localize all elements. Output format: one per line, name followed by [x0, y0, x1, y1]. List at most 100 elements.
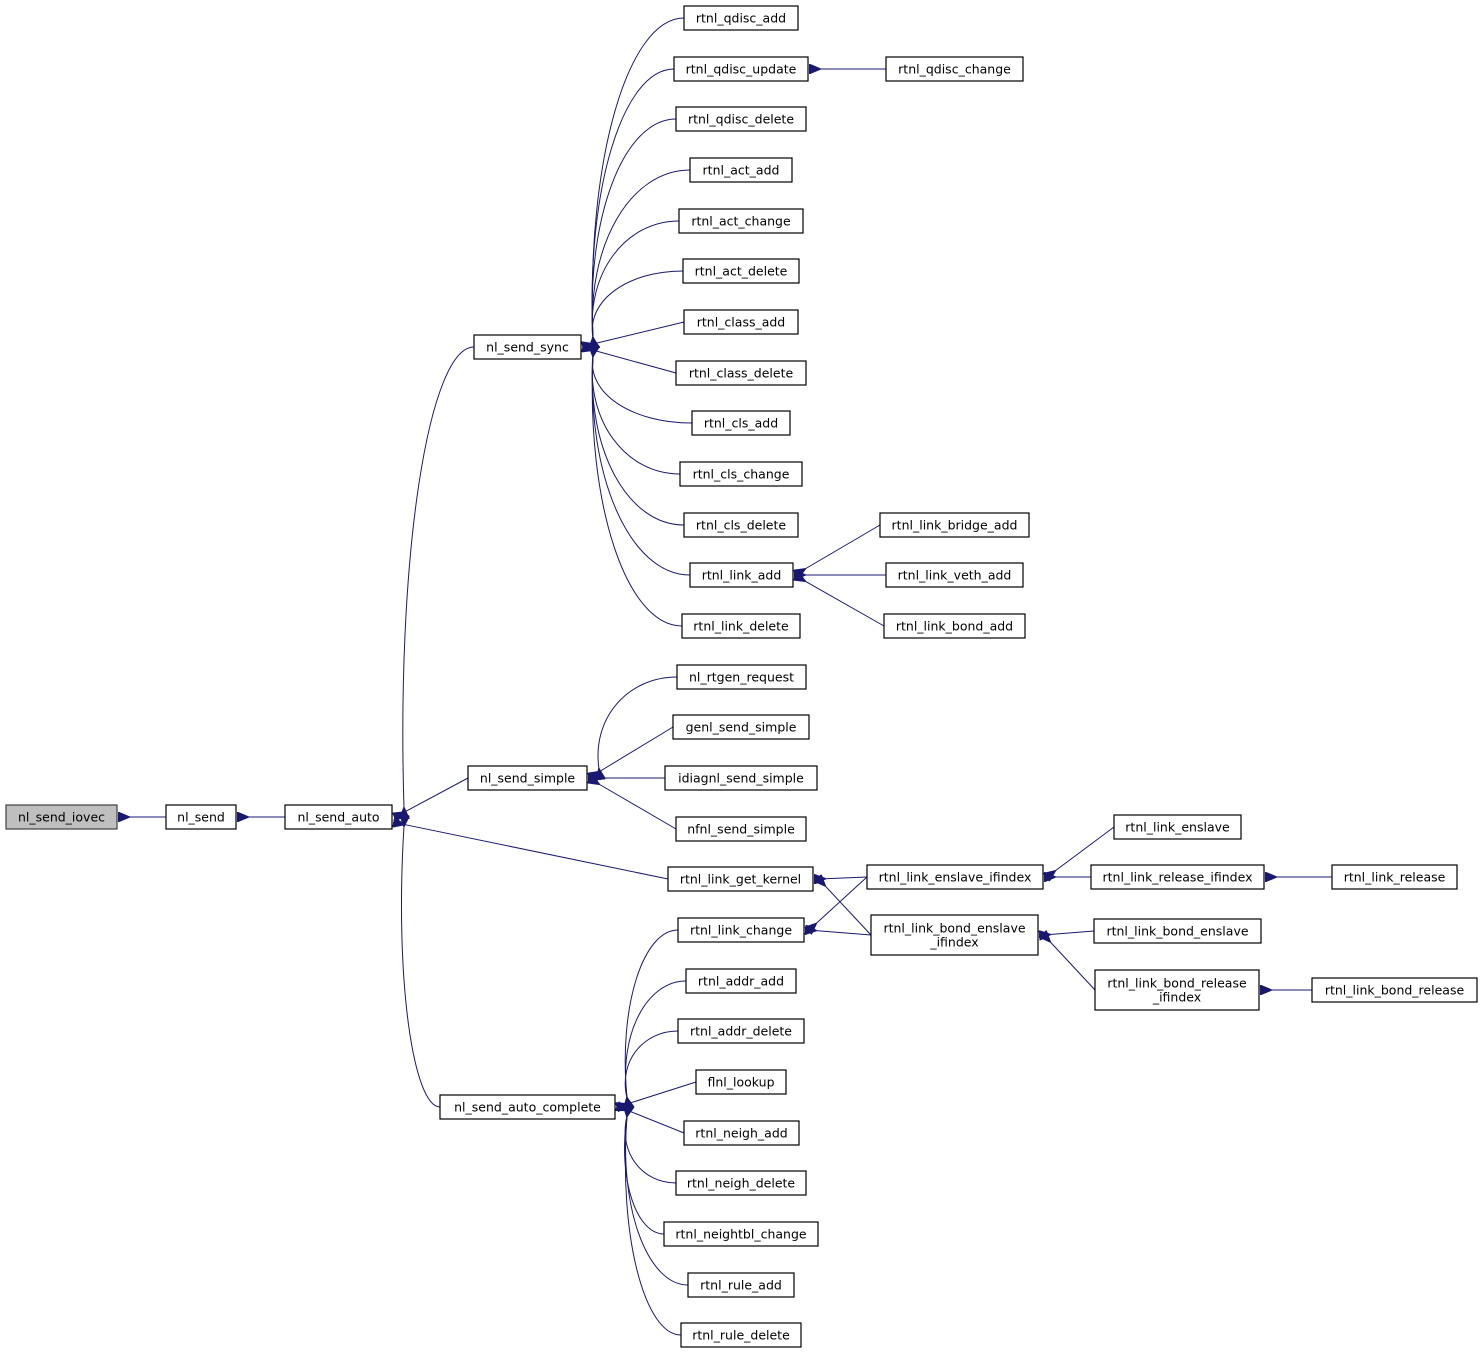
node-rtnl_qdisc_add[interactable]: rtnl_qdisc_add — [683, 5, 799, 31]
node-rtnl_act_change[interactable]: rtnl_act_change — [678, 208, 804, 234]
edge-rtnl_act_delete-to-nl_send_sync — [592, 270, 684, 338]
edge-rtnl_link_bond_enslave_ifindex-to-rtnl_link_get_kernel — [825, 886, 872, 936]
node-flnl_lookup[interactable]: flnl_lookup — [695, 1069, 787, 1095]
node-rtnl_link_release_ifindex[interactable]: rtnl_link_release_ifindex — [1090, 864, 1265, 890]
node-rtnl_qdisc_update[interactable]: rtnl_qdisc_update — [673, 56, 809, 82]
node-rtnl_cls_add[interactable]: rtnl_cls_add — [691, 410, 791, 436]
node-box-rtnl_qdisc_change — [885, 56, 1024, 82]
node-box-rtnl_link_bond_add — [883, 613, 1026, 639]
node-rtnl_link_add[interactable]: rtnl_link_add — [689, 562, 794, 588]
node-label-flnl_lookup: flnl_lookup — [708, 1075, 775, 1090]
edge-rtnl_link_bond_enslave-to-rtnl_link_bond_enslave_ifindex — [1050, 931, 1095, 935]
node-label-rtnl_link_bond_release_ifindex-line1: rtnl_link_bond_release — [1107, 976, 1247, 991]
node-label-nl_send_auto: nl_send_auto — [297, 810, 379, 825]
edge-rtnl_qdisc_delete-to-nl_send_sync — [592, 118, 677, 338]
node-label-rtnl_link_bond_release_ifindex-line2: _ifindex — [1152, 990, 1201, 1005]
edge-rtnl_link_enslave_ifindex-to-rtnl_link_change — [816, 876, 868, 924]
node-rtnl_link_bridge_add[interactable]: rtnl_link_bridge_add — [879, 512, 1030, 538]
node-rtnl_link_release[interactable]: rtnl_link_release — [1331, 864, 1458, 890]
node-label-nl_send_simple: nl_send_simple — [480, 771, 576, 786]
node-label-nfnl_send_simple: nfnl_send_simple — [687, 822, 795, 837]
edge-rtnl_link_bridge_add-to-rtnl_link_add — [805, 524, 881, 569]
node-rtnl_qdisc_change[interactable]: rtnl_qdisc_change — [885, 56, 1024, 82]
node-box-nl_send_sync — [473, 334, 582, 360]
node-rtnl_neigh_add[interactable]: rtnl_neigh_add — [683, 1120, 800, 1146]
node-nl_send_auto_complete[interactable]: nl_send_auto_complete — [439, 1094, 616, 1120]
node-box-rtnl_link_enslave — [1113, 814, 1242, 840]
node-rtnl_link_enslave[interactable]: rtnl_link_enslave — [1113, 814, 1242, 840]
node-box-genl_send_simple — [672, 714, 810, 740]
node-nl_send_iovec[interactable]: nl_send_iovec — [5, 804, 118, 830]
node-rtnl_link_bond_add[interactable]: rtnl_link_bond_add — [883, 613, 1026, 639]
node-rtnl_link_enslave_ifindex[interactable]: rtnl_link_enslave_ifindex — [866, 864, 1044, 890]
edge-nl_send_simple-to-nl_send_auto — [404, 777, 469, 812]
node-label-nl_send_auto_complete: nl_send_auto_complete — [454, 1100, 601, 1115]
node-rtnl_link_change[interactable]: rtnl_link_change — [677, 917, 805, 943]
node-nl_rtgen_request[interactable]: nl_rtgen_request — [676, 664, 807, 690]
edge-rtnl_link_add-to-nl_send_sync — [592, 356, 691, 576]
edge-flnl_lookup-to-nl_send_auto_complete — [627, 1081, 697, 1104]
node-label-rtnl_rule_add: rtnl_rule_add — [700, 1278, 782, 1293]
node-box-rtnl_link_bond_enslave — [1093, 918, 1262, 944]
node-rtnl_act_delete[interactable]: rtnl_act_delete — [682, 258, 800, 284]
edge-genl_send_simple-to-nl_send_simple — [599, 726, 674, 772]
node-label-nl_rtgen_request: nl_rtgen_request — [689, 670, 794, 685]
node-rtnl_cls_delete[interactable]: rtnl_cls_delete — [683, 512, 799, 538]
node-label-genl_send_simple: genl_send_simple — [686, 720, 797, 735]
node-nl_send_auto[interactable]: nl_send_auto — [284, 804, 393, 830]
edge-rtnl_act_add-to-nl_send_sync — [592, 169, 691, 338]
node-box-rtnl_link_enslave_ifindex — [866, 864, 1044, 890]
node-rtnl_qdisc_delete[interactable]: rtnl_qdisc_delete — [675, 106, 807, 132]
node-rtnl_link_veth_add[interactable]: rtnl_link_veth_add — [885, 562, 1024, 588]
edge-rtnl_link_bond_add-to-rtnl_link_add — [805, 581, 885, 627]
node-rtnl_class_delete[interactable]: rtnl_class_delete — [675, 360, 807, 386]
node-rtnl_link_get_kernel[interactable]: rtnl_link_get_kernel — [667, 866, 814, 892]
node-rtnl_link_bond_enslave[interactable]: rtnl_link_bond_enslave — [1093, 918, 1262, 944]
node-rtnl_act_add[interactable]: rtnl_act_add — [689, 157, 793, 183]
node-label-rtnl_link_release: rtnl_link_release — [1344, 870, 1446, 885]
node-nfnl_send_simple[interactable]: nfnl_send_simple — [675, 816, 807, 842]
edge-rtnl_link_change-to-nl_send_auto_complete — [625, 929, 679, 1098]
node-label-rtnl_addr_add: rtnl_addr_add — [698, 974, 784, 989]
node-box-nfnl_send_simple — [675, 816, 807, 842]
node-box-nl_send_auto — [284, 804, 393, 830]
node-box-nl_send_auto_complete — [439, 1094, 616, 1120]
node-box-rtnl_link_release — [1331, 864, 1458, 890]
node-label-rtnl_link_bond_release: rtnl_link_bond_release — [1325, 983, 1465, 998]
node-rtnl_cls_change[interactable]: rtnl_cls_change — [679, 461, 803, 487]
node-rtnl_rule_add[interactable]: rtnl_rule_add — [687, 1272, 795, 1298]
node-label-rtnl_link_delete: rtnl_link_delete — [693, 619, 789, 634]
node-rtnl_rule_delete[interactable]: rtnl_rule_delete — [680, 1322, 802, 1348]
edge-rtnl_act_change-to-nl_send_sync — [592, 220, 680, 338]
edge-rtnl_link_delete-to-nl_send_sync — [592, 356, 683, 627]
node-label-rtnl_link_bond_enslave_ifindex-line1: rtnl_link_bond_enslave — [883, 921, 1025, 936]
node-box-rtnl_qdisc_update — [673, 56, 809, 82]
node-label-rtnl_qdisc_change: rtnl_qdisc_change — [898, 62, 1011, 77]
node-genl_send_simple[interactable]: genl_send_simple — [672, 714, 810, 740]
node-rtnl_link_bond_release_ifindex[interactable]: rtnl_link_bond_release_ifindex — [1094, 969, 1260, 1011]
node-nl_send_sync[interactable]: nl_send_sync — [473, 334, 582, 360]
node-label-nl_send: nl_send — [177, 810, 225, 825]
node-rtnl_addr_add[interactable]: rtnl_addr_add — [685, 968, 797, 994]
node-label-rtnl_neigh_add: rtnl_neigh_add — [695, 1126, 787, 1141]
node-nl_send[interactable]: nl_send — [165, 804, 237, 830]
node-rtnl_class_add[interactable]: rtnl_class_add — [683, 309, 799, 335]
node-rtnl_neightbl_change[interactable]: rtnl_neightbl_change — [663, 1221, 819, 1247]
nodes-layer: nl_send_iovec nl_send nl_send_auto nl_send_… — [5, 5, 1478, 1348]
node-rtnl_link_bond_release[interactable]: rtnl_link_bond_release — [1311, 977, 1478, 1003]
node-label-rtnl_qdisc_delete: rtnl_qdisc_delete — [688, 112, 794, 127]
node-nl_send_simple[interactable]: nl_send_simple — [467, 765, 588, 791]
edge-rtnl_link_get_kernel-to-nl_send_auto — [404, 824, 669, 880]
node-rtnl_link_bond_enslave_ifindex[interactable]: rtnl_link_bond_enslave_ifindex — [870, 914, 1039, 956]
edge-rtnl_rule_delete-to-nl_send_auto_complete — [625, 1116, 682, 1336]
node-rtnl_neigh_delete[interactable]: rtnl_neigh_delete — [675, 1170, 807, 1196]
node-idiagnl_send_simple[interactable]: idiagnl_send_simple — [664, 765, 818, 791]
node-rtnl_link_delete[interactable]: rtnl_link_delete — [681, 613, 801, 639]
node-label-nl_send_sync: nl_send_sync — [486, 340, 569, 355]
node-label-rtnl_cls_delete: rtnl_cls_delete — [696, 518, 786, 533]
node-rtnl_addr_delete[interactable]: rtnl_addr_delete — [677, 1018, 805, 1044]
node-label-idiagnl_send_simple: idiagnl_send_simple — [678, 771, 804, 786]
node-box-rtnl_qdisc_add — [683, 5, 799, 31]
node-box-rtnl_cls_add — [691, 410, 791, 436]
